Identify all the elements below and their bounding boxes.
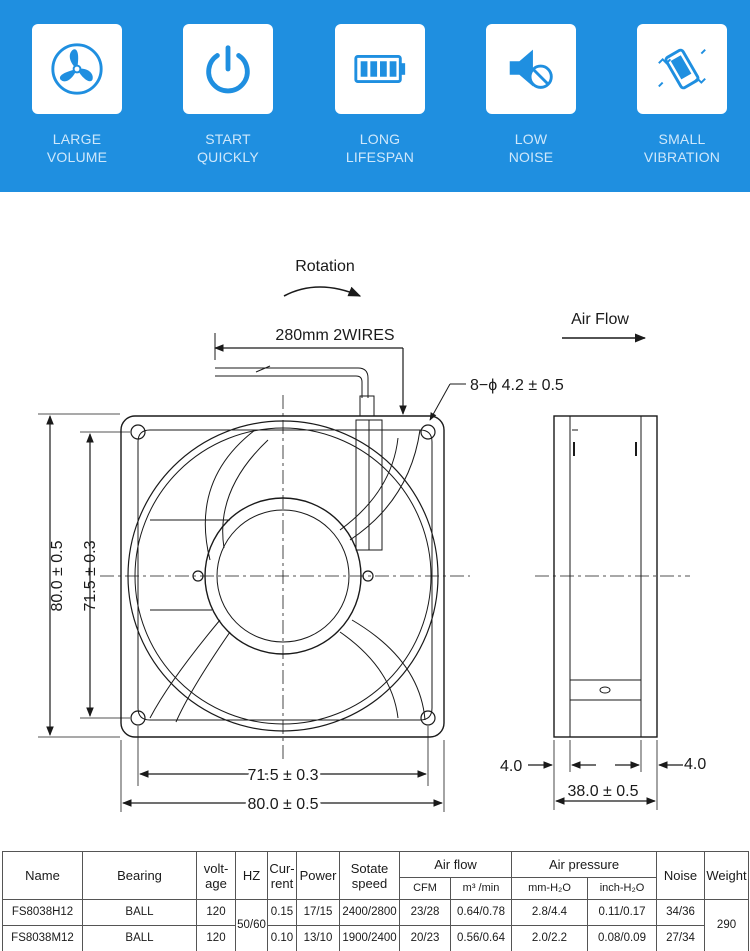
feature-low-noise: LOW NOISE	[486, 24, 576, 166]
feature-caption: LONG LIFESPAN	[345, 131, 415, 165]
feature-long-lifespan: LONG LIFESPAN	[335, 24, 425, 166]
header-bearing: Bearing	[82, 851, 197, 900]
airflow-label: Air Flow	[571, 311, 629, 328]
feature-caption: SMALL VIBRATION	[643, 131, 721, 165]
feature-large-volume: LARGE VOLUME	[32, 24, 122, 166]
table-header-row: Name Bearing volt-age HZ Cur-rent Power …	[2, 851, 750, 900]
rotation-arrow	[283, 286, 362, 297]
shared-hz: 50/60	[235, 899, 268, 951]
inner-width-dim: 71.5 ± 0.3	[247, 767, 318, 784]
table-row: FS8038H12 BALL 120 50/60 0.15 17/15 2400…	[2, 899, 750, 951]
depth-dim: 38.0 ± 0.5	[567, 783, 638, 800]
wire-label: 280mm 2WIRES	[275, 327, 394, 344]
header-weight: Weight	[704, 851, 750, 900]
outer-width-dim: 80.0 ± 0.5	[247, 796, 318, 813]
feature-banner: LARGE VOLUME START QUICKLY	[0, 0, 750, 192]
fan-dimension-drawing: Rotation Air Flow 280mm 2WIRES 8−ϕ 4.2 ±…	[0, 192, 750, 840]
header-name: Name	[2, 851, 83, 900]
header-voltage: volt-age	[196, 851, 236, 900]
header-mmh2o: mm-H₂O	[511, 877, 588, 900]
header-cfm: CFM	[399, 877, 451, 900]
hole-label: 8−ϕ 4.2 ± 0.5	[470, 377, 564, 394]
header-airflow: Air flow	[399, 851, 512, 878]
mute-speaker-icon	[509, 49, 553, 89]
header-air-pressure: Air pressure	[510, 851, 658, 878]
header-noise: Noise	[656, 851, 706, 900]
feature-tile	[637, 24, 727, 114]
power-icon	[206, 45, 250, 94]
header-power: Power	[296, 851, 340, 900]
header-current: Cur-rent	[267, 851, 297, 900]
table-row: FS8038M12 BALL 120 0.10 13/10 1900/2400 …	[2, 925, 749, 951]
feature-tile	[335, 24, 425, 114]
feature-tile	[183, 24, 273, 114]
inner-height-dim: 71.5 ± 0.3	[82, 540, 99, 611]
battery-icon	[354, 54, 406, 84]
feature-caption: START QUICKLY	[197, 131, 259, 165]
shared-weight: 290	[704, 899, 750, 951]
rotation-label: Rotation	[295, 258, 355, 275]
spec-table: Name Bearing volt-age HZ Cur-rent Power …	[2, 851, 750, 951]
header-m3min: m³ /min	[450, 877, 512, 900]
header-inchh2o: inch-H₂O	[586, 877, 658, 900]
vibrating-phone-icon	[658, 48, 706, 90]
flange-left-dim: 4.0	[500, 758, 522, 775]
dimension-drawing-svg: Rotation Air Flow 280mm 2WIRES 8−ϕ 4.2 ±…	[38, 258, 706, 816]
header-hz: HZ	[235, 851, 268, 900]
feature-caption: LARGE VOLUME	[46, 131, 108, 165]
fan-icon	[51, 43, 103, 95]
feature-tile	[486, 24, 576, 114]
feature-start-quickly: START QUICKLY	[183, 24, 273, 166]
feature-small-vibration: SMALL VIBRATION	[637, 24, 727, 166]
fan-front-view	[120, 415, 445, 738]
outer-height-dim: 80.0 ± 0.5	[49, 540, 66, 611]
fan-side-view	[553, 415, 658, 738]
feature-caption: LOW NOISE	[508, 131, 554, 165]
feature-tile	[32, 24, 122, 114]
flange-right-dim: 4.0	[684, 756, 706, 773]
